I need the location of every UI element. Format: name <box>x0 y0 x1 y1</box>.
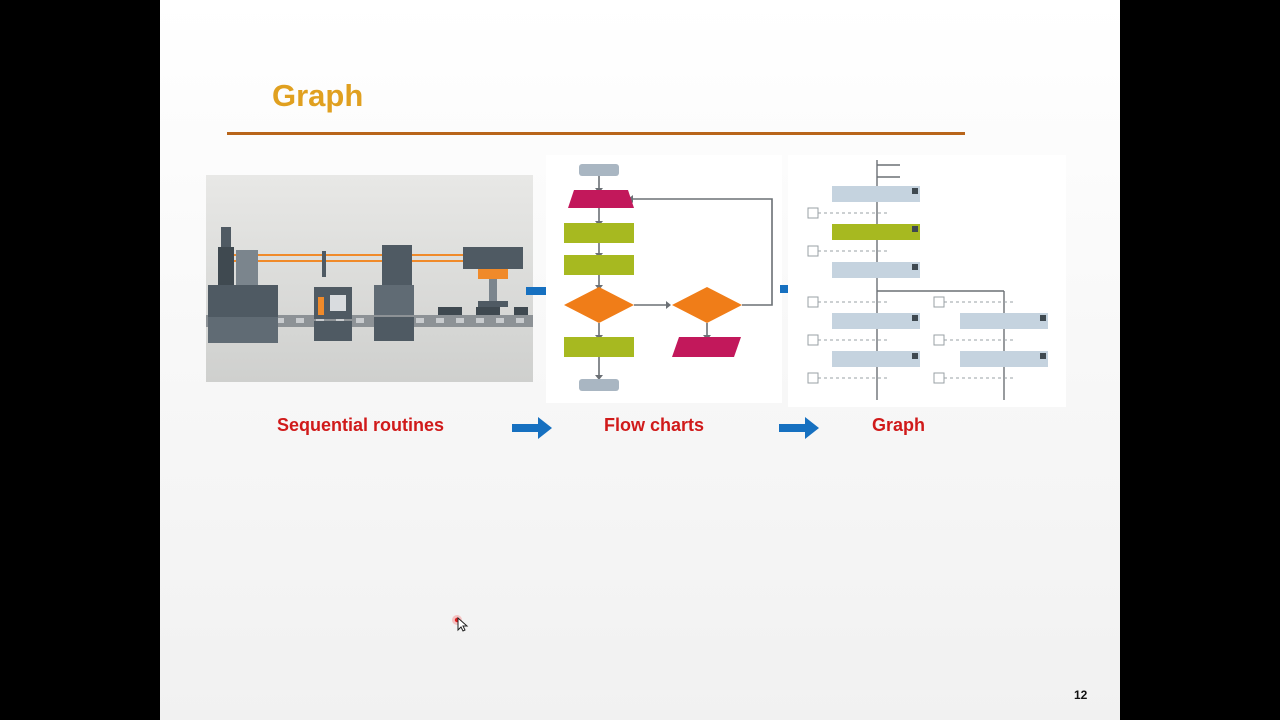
caption-sequential-routines: Sequential routines <box>277 415 445 435</box>
page-number: 12 <box>1074 688 1088 702</box>
sequential-routines-illustration <box>206 175 533 382</box>
slide-title: Graph <box>272 78 364 113</box>
right-arrow-icon <box>512 417 552 439</box>
mouse-pointer-icon <box>452 615 469 632</box>
caption-flow-charts: Flow charts <box>604 415 705 435</box>
title-divider <box>227 132 965 135</box>
caption-graph: Graph <box>872 415 926 435</box>
graph-illustration <box>788 155 1066 407</box>
slide: Graph <box>160 0 1120 720</box>
flow-chart-illustration <box>546 155 782 403</box>
right-arrow-icon <box>779 417 819 439</box>
